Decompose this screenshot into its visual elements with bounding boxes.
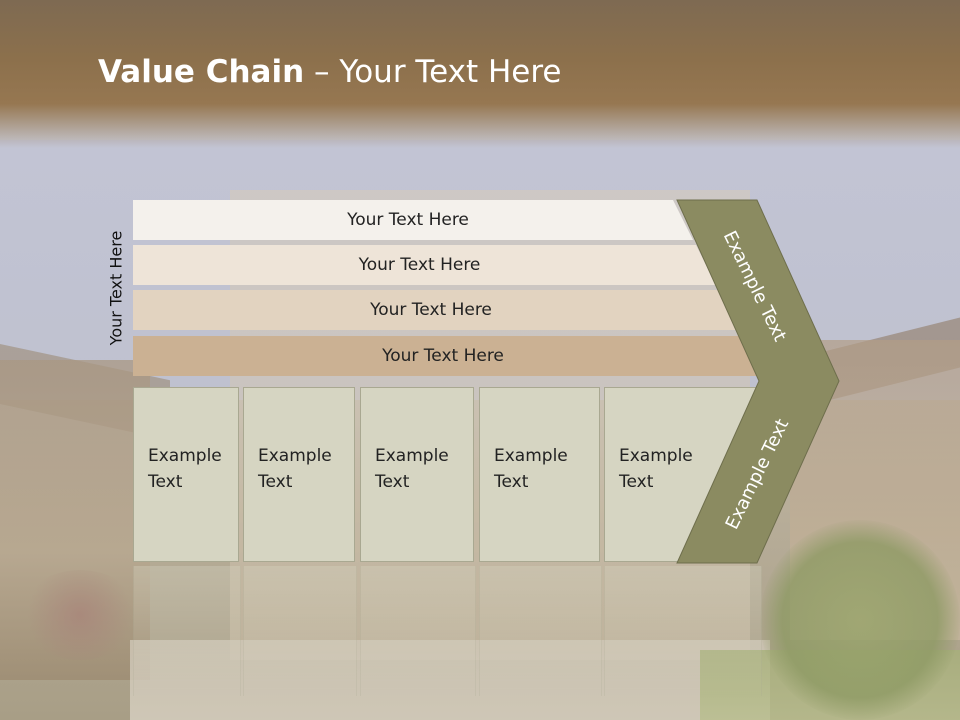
chevron-shape [676, 199, 840, 564]
title-bold: Value Chain [98, 54, 305, 90]
reflection [0, 566, 960, 720]
tree [760, 520, 960, 720]
support-bar-2: Your Text Here [133, 245, 716, 285]
flower-bush [20, 570, 140, 660]
driveway [130, 640, 770, 720]
support-bar-1: Your Text Here [133, 200, 693, 240]
slide-title: Value Chain – Your Text Here [98, 54, 561, 90]
support-bar-4: Your Text Here [133, 336, 763, 376]
support-bar-3: Your Text Here [133, 290, 739, 330]
title-rest: – Your Text Here [304, 54, 562, 90]
title-bar [0, 0, 960, 148]
